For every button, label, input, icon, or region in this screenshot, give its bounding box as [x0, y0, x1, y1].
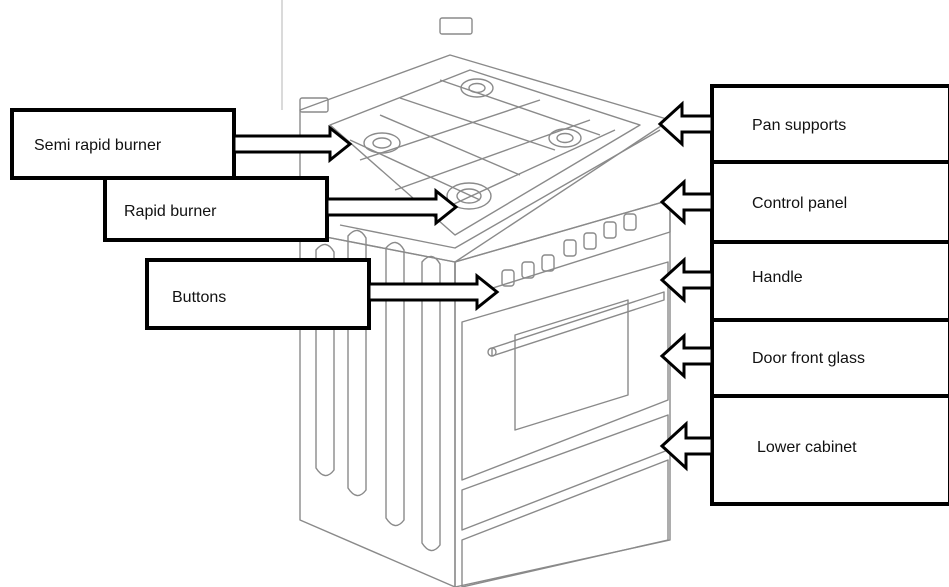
- buttons-label: Buttons: [172, 289, 226, 306]
- pan-supports-callout: Pan supports: [657, 84, 949, 164]
- semi-rapid-burner-callout: Semi rapid burner: [10, 108, 353, 180]
- control-panel-label: Control panel: [752, 195, 847, 212]
- side-vent-slots: [315, 229, 441, 552]
- burner-back: [460, 78, 494, 98]
- arrow-left: [657, 100, 714, 148]
- label-box: [710, 160, 949, 244]
- handle-label: Handle: [752, 269, 803, 286]
- arrow-right: [367, 272, 500, 312]
- oven-handle: [487, 291, 665, 357]
- rapid-burner-label: Rapid burner: [124, 203, 217, 220]
- arrow-right: [232, 124, 353, 164]
- arrow-left: [659, 256, 714, 304]
- label-box: [710, 394, 949, 506]
- buttons-callout: Buttons: [145, 258, 500, 330]
- arrow-left: [659, 178, 714, 226]
- arrow-right: [325, 187, 459, 227]
- burner-semi-rapid: [363, 132, 401, 154]
- control-knobs: [501, 213, 637, 287]
- semi-rapid-burner-label: Semi rapid burner: [34, 137, 162, 154]
- label-box: [103, 176, 329, 242]
- lower-cabinet-label: Lower cabinet: [757, 439, 857, 456]
- door-front-glass-callout: Door front glass: [659, 318, 949, 398]
- control-panel-callout: Control panel: [659, 160, 949, 244]
- lower-cabinet-callout: Lower cabinet: [659, 394, 949, 506]
- rapid-burner-callout: Rapid burner: [103, 176, 459, 242]
- burner-rapid: [446, 182, 492, 210]
- burner-right: [548, 128, 582, 148]
- pan-supports-label: Pan supports: [752, 117, 846, 134]
- label-box: [10, 108, 236, 180]
- handle-callout: Handle: [659, 240, 949, 322]
- label-box: [145, 258, 371, 330]
- arrow-left: [659, 420, 714, 472]
- arrow-left: [659, 332, 714, 380]
- label-box: [710, 240, 949, 322]
- door-front-glass-label: Door front glass: [752, 350, 865, 367]
